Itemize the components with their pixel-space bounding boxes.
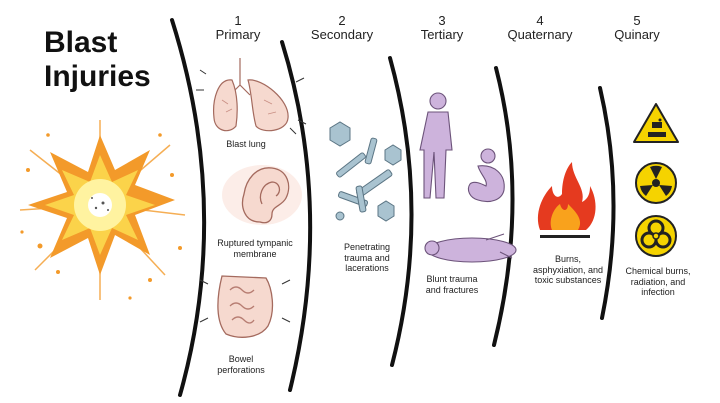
caption-blunt: Blunt trauma and fractures <box>425 274 479 295</box>
phase-3-number: 3 <box>438 13 446 28</box>
caption-penetrating: Penetrating trauma and lacerations <box>343 242 391 273</box>
caption-chemical: Chemical burns, radiation, and infection <box>625 266 691 297</box>
biohazard-icon <box>635 215 677 257</box>
phase-2-heading: 2 Secondary <box>300 14 384 42</box>
caption-burns: Burns, asphyxiation, and toxic substance… <box>532 254 604 285</box>
chemical-hazard-icon <box>633 103 679 143</box>
arc-4 <box>492 66 515 347</box>
arc-5 <box>598 86 616 320</box>
phase-2-name: Secondary <box>310 27 374 42</box>
phase-3-heading: 3 Tertiary <box>404 14 480 42</box>
phase-1-number: 1 <box>234 13 242 28</box>
phase-5-name: Quinary <box>614 27 660 42</box>
page-title: Blast Injuries <box>44 26 151 93</box>
phase-1-name: Primary <box>215 27 261 42</box>
lungs-icon <box>196 58 307 135</box>
radiation-icon <box>635 162 677 204</box>
caption-bowel: Bowel perforations <box>217 354 265 375</box>
person-icon <box>419 92 517 263</box>
blast-wave-arcs <box>170 18 616 397</box>
fire-icon <box>537 162 596 238</box>
phase-5-heading: 5 Quinary <box>602 14 672 42</box>
arc-2 <box>280 40 313 392</box>
phase-5-number: 5 <box>633 13 641 28</box>
bowel-icon <box>199 275 291 338</box>
phase-1-heading: 1 Primary <box>198 14 278 42</box>
debris-icon <box>329 121 402 222</box>
explosion-illustration <box>19 120 186 300</box>
phase-2-number: 2 <box>338 13 346 28</box>
ear-icon <box>222 165 302 225</box>
caption-blast-lung: Blast lung <box>226 139 266 149</box>
phase-4-heading: 4 Quaternary <box>496 14 584 42</box>
arc-1 <box>170 18 207 397</box>
phase-4-name: Quaternary <box>507 27 573 42</box>
arc-3 <box>388 56 414 367</box>
phase-3-name: Tertiary <box>420 27 464 42</box>
phase-4-number: 4 <box>536 13 544 28</box>
caption-tympanic: Ruptured tympanic membrane <box>217 238 293 259</box>
